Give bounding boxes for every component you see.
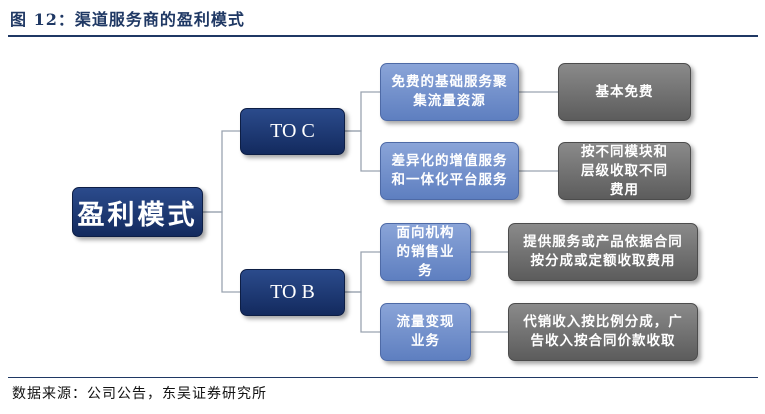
- connector-b-to-service-4: [345, 291, 380, 333]
- service-node-traffic-monetization: 流量变现业务: [380, 303, 471, 361]
- service-node-value-added: 差异化的增值服务和一体化平台服务: [380, 142, 519, 200]
- connector-c-to-service-1: [345, 91, 380, 132]
- service-node-free-basic: 免费的基础服务聚集流量资源: [380, 63, 519, 121]
- service-node-institutional-sales: 面向机构的销售业务: [380, 223, 471, 281]
- connector-b-to-service-3: [345, 251, 380, 293]
- top-rule: [8, 35, 758, 37]
- connector-c-to-service-2: [345, 130, 380, 172]
- connector-root-to-c: [203, 130, 240, 213]
- bottom-rule: [8, 377, 758, 378]
- connector-root-to-b: [203, 211, 240, 293]
- source-note: 数据来源：公司公告，东吴证券研究所: [12, 386, 267, 402]
- profit-node-contract-fees: 提供服务或产品依据合同按分成或定额收取费用: [508, 223, 698, 281]
- root-node: 盈利模式: [72, 187, 203, 237]
- profit-node-basic-free: 基本免费: [558, 63, 691, 121]
- branch-node-to-c: TO C: [240, 108, 345, 155]
- figure-title: 图 12：渠道服务商的盈利模式: [10, 10, 245, 29]
- profit-node-commission-ads: 代销收入按比例分成，广告收入按合同价款收取: [508, 303, 698, 361]
- branch-node-to-b: TO B: [240, 269, 345, 316]
- profit-node-module-fees: 按不同模块和层级收取不同费用: [558, 142, 691, 200]
